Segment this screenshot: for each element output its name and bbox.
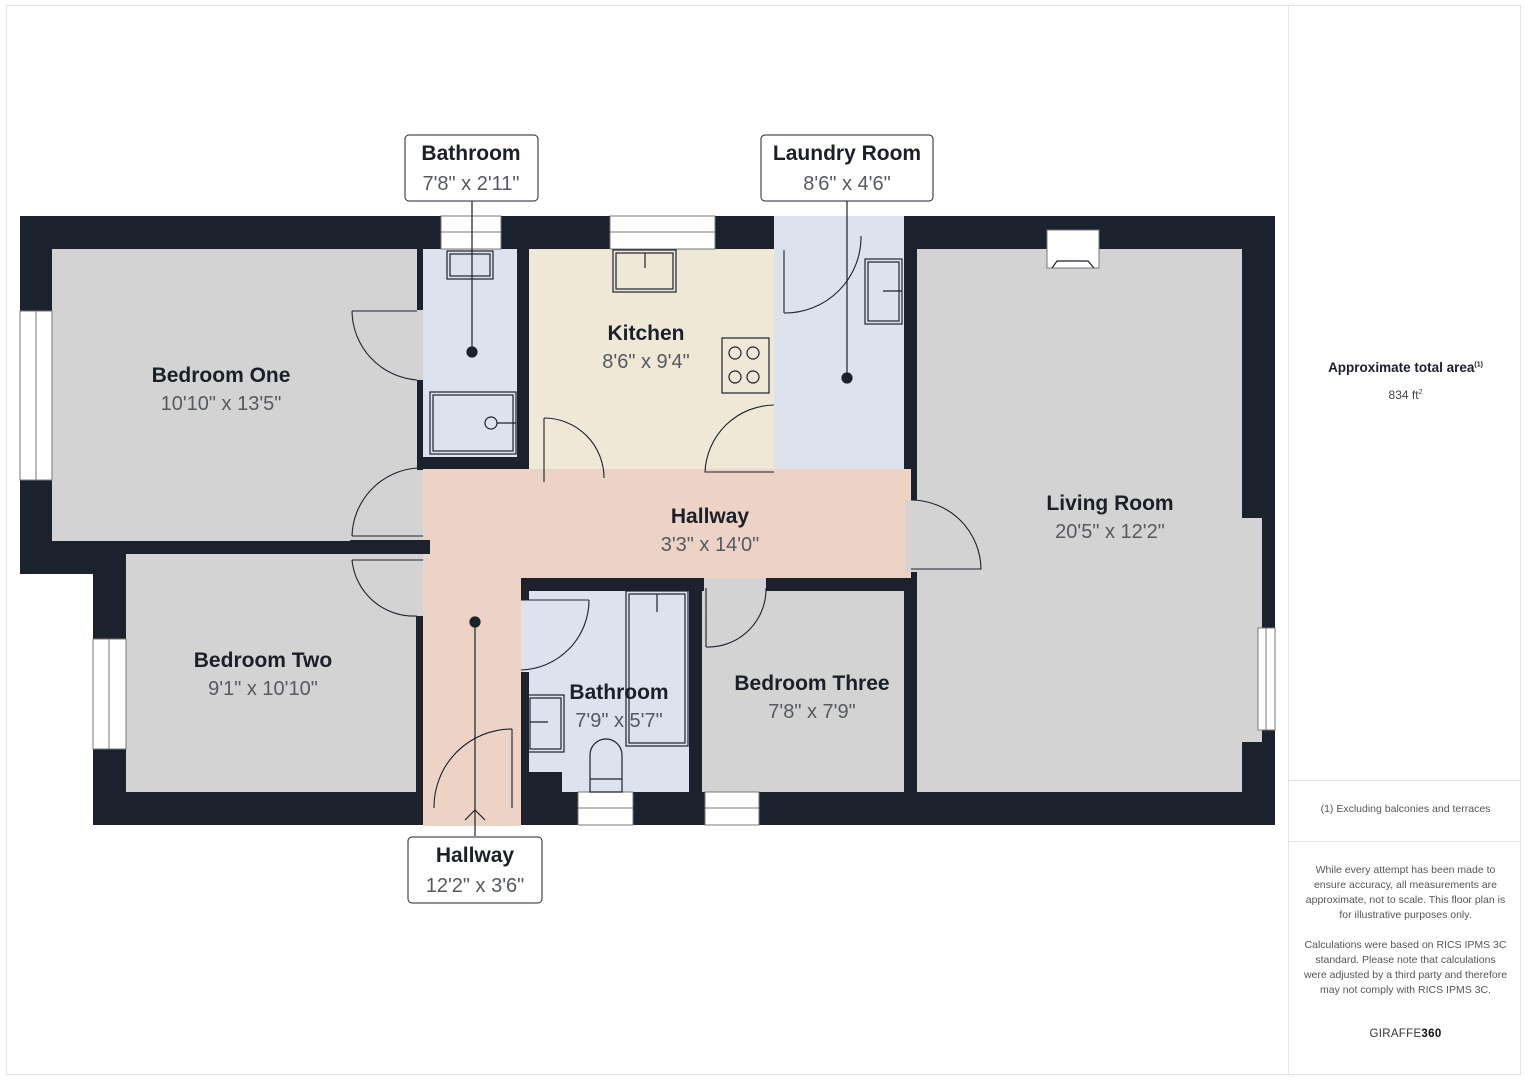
svg-text:Kitchen: Kitchen — [607, 322, 684, 345]
svg-text:Living Room: Living Room — [1046, 492, 1173, 515]
door-bedroom-one — [351, 467, 423, 537]
floor-bathroom-lower-door — [521, 600, 531, 672]
disclaimer-accuracy: While every attempt has been made to ens… — [1305, 864, 1506, 921]
fixtures — [429, 249, 1095, 793]
bathtub — [625, 590, 689, 747]
svg-text:Hallway: Hallway — [671, 505, 750, 528]
floor-living-door-recess — [905, 500, 919, 572]
total-area-value: 834 ft2 — [1388, 388, 1423, 402]
area-footnote: (1) Excluding balconies and terraces — [1320, 803, 1491, 815]
doors — [351, 235, 982, 809]
disclaimer-rics: Calculations were based on RICS IPMS 3C … — [1303, 939, 1508, 996]
brand-logo: GIRAFFE360 — [1369, 1028, 1442, 1040]
wall-stub — [350, 540, 430, 554]
svg-text:Bathroom: Bathroom — [421, 142, 520, 165]
door-bedroom-three — [705, 587, 767, 648]
floor-living-room — [917, 249, 1242, 792]
room-label-bedroom-three: Bedroom Three 7'8" x 7'9" — [734, 672, 889, 723]
svg-text:7'8" x 2'11": 7'8" x 2'11" — [422, 173, 519, 195]
floor-hallway-vertical — [423, 469, 521, 826]
kitchen-sink — [612, 249, 677, 293]
kitchen-hob — [721, 337, 770, 394]
room-label-bathroom-lower: Bathroom 7'9" x 5'7" — [569, 681, 668, 732]
svg-text:8'6" x 4'6": 8'6" x 4'6" — [803, 173, 890, 195]
svg-text:3'3" x 14'0": 3'3" x 14'0" — [661, 534, 760, 556]
floor-laundry — [774, 216, 904, 474]
room-label-kitchen: Kitchen 8'6" x 9'4" — [602, 322, 689, 373]
floor-bedroom-one-door-recess-2 — [350, 470, 423, 540]
windows — [19, 215, 1276, 826]
svg-text:8'6" x 9'4": 8'6" x 9'4" — [602, 351, 689, 373]
door-laundry-kitchen — [704, 404, 775, 473]
door-living-room — [910, 499, 982, 570]
svg-text:9'1" x 10'10": 9'1" x 10'10" — [208, 678, 318, 700]
svg-text:Hallway: Hallway — [436, 844, 515, 867]
room-label-living-room: Living Room 20'5" x 12'2" — [1046, 492, 1173, 543]
info-sidebar: Approximate total area(1) 834 ft2 (1) Ex… — [1288, 5, 1521, 1075]
svg-text:20'5" x 12'2": 20'5" x 12'2" — [1055, 521, 1165, 543]
floor-bedroom-two-door-recess — [350, 554, 423, 616]
svg-text:7'8" x 7'9": 7'8" x 7'9" — [768, 701, 855, 723]
divider — [1289, 841, 1521, 842]
total-area-title: Approximate total area(1) — [1328, 360, 1483, 375]
svg-text:Laundry Room: Laundry Room — [773, 142, 921, 165]
callout-bathroom-upper: Bathroom 7'8" x 2'11" — [404, 134, 539, 202]
door-kitchen — [543, 417, 605, 482]
room-label-bedroom-two: Bedroom Two 9'1" x 10'10" — [194, 649, 332, 700]
svg-text:10'10" x 13'5": 10'10" x 13'5" — [161, 393, 282, 415]
floor-laundry-top — [782, 216, 862, 250]
callout-hallway-entry: Hallway 12'2" x 3'6" — [407, 836, 543, 904]
svg-text:Bedroom One: Bedroom One — [152, 364, 291, 387]
hob-burner-icon — [728, 346, 742, 360]
svg-text:7'9" x 5'7": 7'9" x 5'7" — [575, 710, 662, 732]
room-label-bedroom-one: Bedroom One 10'10" x 13'5" — [152, 364, 291, 415]
floor-plan: Bathroom 7'8" x 2'11" Laundry Room 8'6" … — [19, 134, 1276, 904]
floor-bedroom-three — [702, 591, 904, 792]
toilet — [589, 738, 623, 793]
floor-bedroom-one-door-recess — [417, 310, 425, 380]
floor-bedroom-three-door — [704, 578, 766, 592]
door-bathroom-lower — [520, 599, 590, 671]
sink-lower-bath — [526, 694, 565, 753]
door-laundry-outer — [783, 235, 862, 314]
sink-upper-bath — [446, 250, 494, 280]
door-bedroom-one-bath — [351, 310, 418, 381]
svg-text:Bedroom Three: Bedroom Three — [734, 672, 889, 695]
divider — [1289, 780, 1521, 781]
window-living-top — [1046, 229, 1100, 269]
floor-living-bay — [1242, 518, 1262, 742]
svg-text:Bedroom Two: Bedroom Two — [194, 649, 332, 672]
room-label-hallway-main: Hallway 3'3" x 14'0" — [661, 505, 760, 556]
wall-bath-corner — [529, 772, 562, 792]
svg-text:12'2" x 3'6": 12'2" x 3'6" — [426, 875, 525, 897]
door-bedroom-two — [351, 559, 423, 617]
door-entry — [433, 728, 513, 809]
fireplace — [1051, 260, 1095, 269]
page-frame — [6, 5, 1521, 1075]
leader-lines — [464, 200, 853, 836]
svg-text:Bathroom: Bathroom — [569, 681, 668, 704]
callout-laundry-room: Laundry Room 8'6" x 4'6" — [760, 134, 934, 202]
room-floors — [52, 216, 1262, 826]
